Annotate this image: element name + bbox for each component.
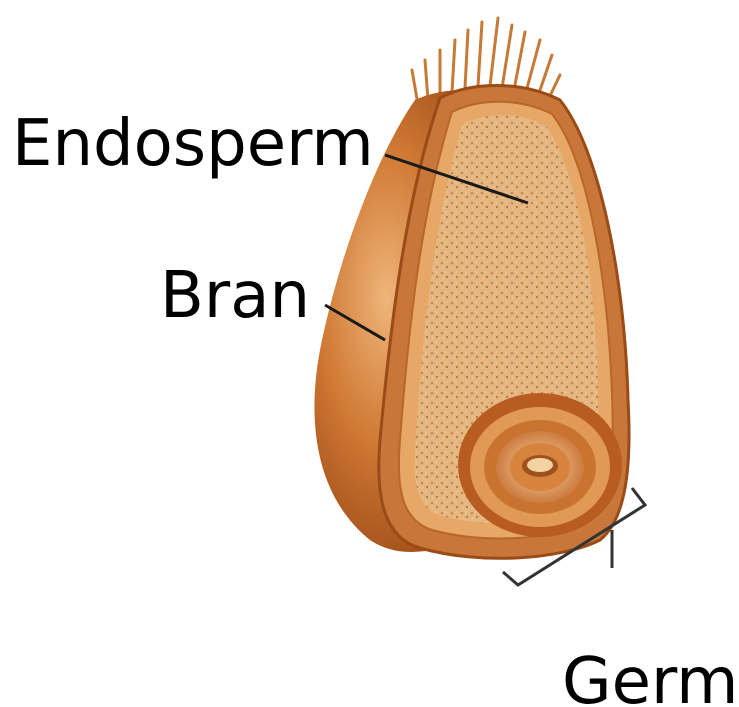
endosperm-label: Endosperm bbox=[12, 112, 374, 176]
germ-label: Germ bbox=[562, 650, 739, 707]
bran-label: Bran bbox=[160, 264, 310, 328]
germ-region bbox=[458, 393, 622, 537]
